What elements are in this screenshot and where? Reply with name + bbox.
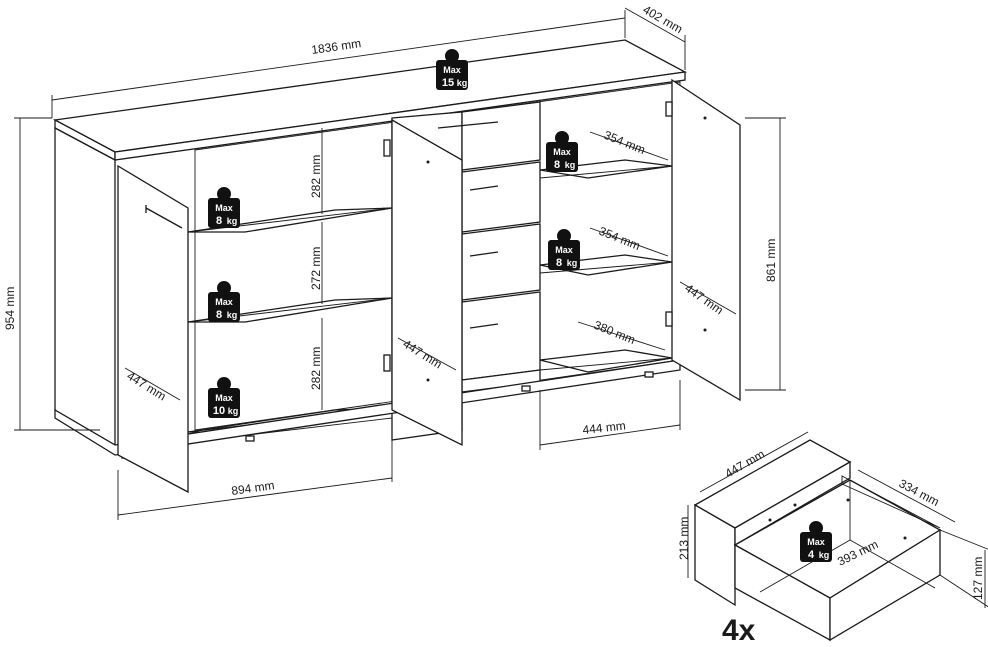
dim-drawer-inner-height: 127 mm [971,557,985,600]
weight-badge-right-shelf-2: Max 8 kg [548,229,580,270]
drawer-front-4 [461,291,541,381]
weight-left-shelf-1-value: 8 [216,215,222,227]
weight-top-value: 15 [442,77,454,89]
drawer-quantity: 4x [722,614,756,647]
drawer-front-1 [461,101,541,171]
dim-shelf-3: 282 mm [309,347,323,390]
weight-unit: kg [565,160,576,170]
dim-left-section-width: 894 mm [230,478,275,498]
weight-max-label: Max [553,147,571,157]
weight-badge-left-bottom: Max 10 kg [208,377,240,418]
weight-right-shelf-1-value: 8 [554,159,560,171]
center-door [383,118,463,447]
drawer-stack [437,101,541,393]
right-door [665,78,741,402]
drawer-front-2 [461,161,541,233]
weight-unit: kg [227,310,238,320]
weight-badge-drawer: Max 4 kg [800,521,832,562]
top-panel [52,39,688,153]
weight-max-label: Max [807,537,825,547]
weight-unit: kg [567,258,578,268]
dimension-lines [14,7,786,520]
drawer-front-3 [461,223,541,301]
dim-overall-width: 1836 mm [310,36,361,57]
dim-right-shelf-top: 354 mm [602,128,647,157]
weight-unit: kg [228,406,239,416]
weight-max-label: Max [215,203,233,213]
weight-badge-right-shelf-1: Max 8 kg [546,131,578,172]
weight-left-bottom-value: 10 [213,405,225,417]
dim-shelf-1: 282 mm [309,155,323,198]
weight-badge-left-shelf-1: Max 8 kg [208,187,240,228]
weight-right-shelf-2-value: 8 [556,257,562,269]
weight-badge-top: Max 15 kg [436,49,468,90]
dim-right-bottom: 380 mm [592,318,637,347]
weight-max-label: Max [443,65,461,75]
dim-right-shelf-mid: 354 mm [597,224,642,253]
drawer-front-side [694,503,736,607]
dim-overall-depth: 402 mm [641,2,686,36]
weight-max-label: Max [555,245,573,255]
weight-max-label: Max [215,297,233,307]
left-side-panel [54,126,116,447]
dim-right-section-width: 444 mm [582,419,627,437]
dim-overall-height: 954 mm [3,287,17,330]
weight-drawer-value: 4 [808,549,815,561]
weight-unit: kg [227,216,238,226]
drawer-handle [437,121,499,129]
dim-drawer-depth: 334 mm [897,476,942,509]
dim-shelf-2: 272 mm [309,247,323,290]
dim-inner-height: 861 mm [764,239,778,282]
weight-max-label: Max [215,393,233,403]
weight-unit: kg [457,78,468,88]
weight-left-shelf-2-value: 8 [216,309,222,321]
left-door [117,164,189,494]
dim-drawer-height: 213 mm [677,517,691,560]
weight-unit: kg [819,550,830,560]
drawer-detail: 447 mm 334 mm 213 mm 393 mm 127 mm [677,431,988,642]
weight-badge-left-shelf-2: Max 8 kg [208,281,240,322]
